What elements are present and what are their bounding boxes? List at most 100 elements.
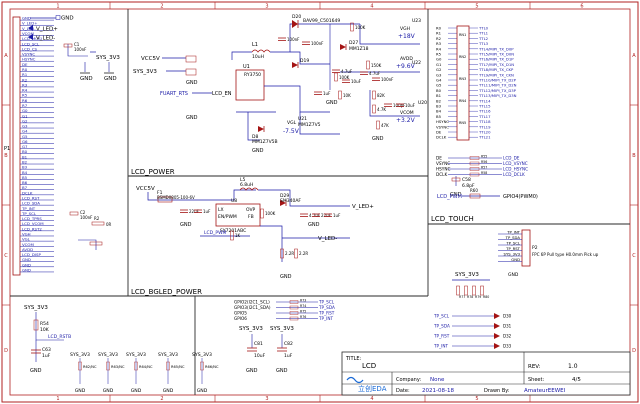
net-gnd-left-2: GND bbox=[104, 76, 117, 82]
p1-pin-label: B4 bbox=[22, 170, 28, 175]
gpio-left-label: GPIO3(I2C1_SDA) bbox=[234, 305, 271, 310]
power-res-body bbox=[366, 60, 370, 70]
sync-output-label: LCD_VSYNC bbox=[503, 161, 528, 166]
title-block: TITLE: LCD REV: 1.0 Company: None Sheet:… bbox=[341, 351, 631, 396]
power-gnd-e: GND bbox=[326, 100, 338, 106]
row-label-B-right: B bbox=[632, 153, 636, 159]
ls-output-label: TTL0 bbox=[478, 26, 489, 31]
sync-input-label: VSYNC bbox=[436, 161, 450, 166]
ls-input-label: R0 bbox=[436, 26, 442, 31]
net-vled-plus-left: V_LED+ bbox=[36, 27, 58, 33]
p1-ref: P1 bbox=[4, 146, 10, 152]
sync-r-ref: R56 bbox=[481, 160, 487, 164]
rst-r54-val: 10K bbox=[40, 327, 50, 333]
p1-pin-label: VSYNC bbox=[22, 52, 35, 57]
left-cap-c2: C2 bbox=[80, 210, 86, 215]
gpio-r-ref: R73 bbox=[300, 299, 306, 303]
p1-pin-label: G7 bbox=[22, 144, 28, 149]
tp-res-body bbox=[480, 285, 484, 296]
tp-diode bbox=[494, 313, 500, 319]
company-label: Company: bbox=[396, 377, 421, 383]
ls-rn-ref: RN3 bbox=[459, 77, 466, 81]
tp-sys3v3: SYS_3V3 bbox=[455, 272, 479, 278]
p1-pin-label: LCD_TPRS bbox=[22, 216, 42, 221]
row-label-A-right: A bbox=[632, 53, 636, 59]
gpio-r-ref: R75 bbox=[300, 310, 306, 314]
ls-rn-ref: RN4 bbox=[459, 99, 467, 103]
tp-diode-ref: D32 bbox=[503, 334, 512, 339]
p1-pin-label: LCD_RST2 bbox=[22, 226, 42, 231]
pwm-r60: R60 bbox=[470, 188, 478, 193]
p2-ref: P2 bbox=[532, 245, 538, 251]
connector-p1: P1 GNDV_LED+V_LED-VCOMLCD_MOSILCD_SCLLCD… bbox=[4, 16, 54, 276]
tp-diode bbox=[494, 333, 500, 339]
ls-input-label: B3 bbox=[436, 104, 442, 109]
p1-pin-label: B5 bbox=[22, 175, 28, 180]
left-lower-passives: C2 100nF R2 0R bbox=[69, 210, 112, 250]
power-u20: U20 bbox=[418, 100, 427, 106]
power-gnd-c: GND bbox=[252, 148, 264, 154]
ls-rn-ref: RN2 bbox=[459, 55, 466, 59]
tp-res-ref: R78 bbox=[467, 295, 473, 299]
ls-input-label: VSYNC bbox=[436, 124, 449, 129]
gpio-res bbox=[289, 300, 299, 304]
logo-text: 立创EDA bbox=[358, 384, 387, 393]
p1-pin-label: LCD_RST bbox=[22, 195, 40, 200]
bgled-cap-value: 22uF bbox=[189, 209, 200, 214]
bgled-u8: U8 bbox=[231, 198, 237, 204]
rst-c63-val: 1uF bbox=[42, 353, 51, 359]
led-row: SYS_3V3R62/NCGNDSYS_3V3R63/NCGNDSYS_3V3R… bbox=[70, 352, 219, 394]
caps-c81: C81 bbox=[254, 341, 263, 347]
bgled-vcc5v: VCC5V bbox=[136, 186, 155, 192]
p1-pin-label: R4 bbox=[22, 88, 28, 93]
ls-input-label: G0 bbox=[436, 57, 442, 62]
caps-gnd-1: GND bbox=[246, 368, 258, 374]
power-vcc5v: VCC5V bbox=[141, 56, 160, 62]
p1-pin-label: GND bbox=[22, 267, 31, 272]
sync-output-label: LCD_HSYNC bbox=[503, 167, 528, 172]
p2-part: FPC 6P Pull type H0.0mm Pick up bbox=[532, 252, 599, 257]
ls-input-label: B5 bbox=[436, 114, 442, 119]
sync-c58-val: 6.8pF bbox=[462, 183, 475, 189]
power-res-body bbox=[338, 90, 342, 100]
bgled-cap-value: 4.7uF bbox=[309, 213, 321, 218]
bgled-gnd-c: GND bbox=[308, 222, 320, 228]
ls-output-label: TTL15 bbox=[478, 104, 491, 109]
p1-pin-label: VCOM bbox=[22, 242, 34, 247]
power-res-value: 150K bbox=[371, 63, 382, 68]
col-label-1-bottom: 1 bbox=[56, 396, 59, 402]
col-label-5-bottom: 5 bbox=[475, 396, 478, 402]
bgled-cap-value: 22uF bbox=[321, 213, 332, 218]
ls-input-label: B2 bbox=[436, 98, 442, 103]
led-gnd: GND bbox=[103, 388, 114, 394]
sync-res bbox=[469, 167, 480, 171]
tp-net-label: TP_SCL bbox=[433, 314, 450, 319]
ls-rn-ref: RN1 bbox=[459, 33, 466, 37]
tp-res-ref: R77 bbox=[459, 295, 465, 299]
power-cap-value: 100nF bbox=[381, 77, 394, 82]
col-label-2-bottom: 2 bbox=[160, 396, 163, 402]
ls-input-label: G2 bbox=[436, 67, 442, 72]
ls-output-label: TTL19 bbox=[478, 124, 491, 129]
p1-pin-label: VCOM bbox=[22, 31, 34, 36]
power-u1-part: RY3750 bbox=[244, 72, 261, 78]
power-d20: D20 bbox=[292, 14, 301, 20]
power-gnd-d: GND bbox=[372, 136, 384, 142]
bgled-lcd-pwm: LCD_PWM bbox=[204, 230, 227, 236]
tp-diode-ref: D30 bbox=[503, 314, 512, 319]
led-sys3v3: SYS_3V3 bbox=[98, 352, 118, 358]
ls-output-label: TTL11/MIPI_TX_D2N bbox=[478, 83, 517, 88]
caps-net-1: SYS_3V3 bbox=[239, 326, 263, 332]
power-gnd-a: GND bbox=[186, 80, 198, 86]
sync-input-label: HSYNC bbox=[436, 167, 450, 172]
left-cap-c1-val: 100nF bbox=[74, 47, 87, 52]
ls-output-label: TTL21 bbox=[478, 135, 491, 140]
caps-c81-val: 10uF bbox=[254, 353, 266, 359]
p1-pin-label: HSYNC bbox=[22, 57, 36, 62]
rst-c63: C63 bbox=[42, 347, 51, 353]
row-label-C-left: C bbox=[4, 253, 8, 259]
